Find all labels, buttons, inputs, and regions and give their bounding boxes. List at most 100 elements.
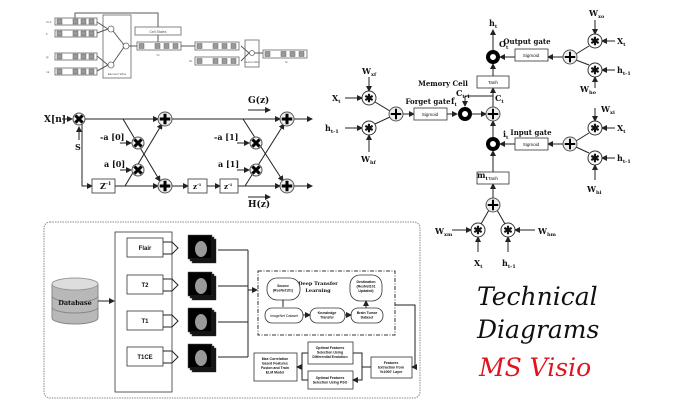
asterisk-icon: ✱ (503, 224, 512, 237)
sketch-cell (172, 43, 179, 49)
sketch-cell (72, 53, 79, 60)
multiply-node (361, 90, 377, 106)
brain-scan (195, 278, 207, 294)
wxi-label: Wxi (600, 104, 615, 116)
output-gate-label: Output gate (503, 37, 551, 46)
modality-label: Flair (139, 246, 152, 252)
mt-label: mt (477, 170, 488, 182)
ft-label: ft (451, 96, 457, 108)
modality-box (126, 346, 164, 367)
sketch-cell (80, 53, 87, 60)
tanh-box (476, 171, 510, 185)
sketch-cell (196, 43, 203, 49)
connector (163, 350, 179, 364)
gate-product-ring (458, 107, 472, 121)
asterisk-icon: ✱ (590, 152, 599, 165)
sketch-row-label: mt (46, 70, 49, 74)
multiply-icon (251, 138, 261, 148)
sigmoid-label: Sigmoid (523, 53, 540, 58)
add-node (122, 42, 130, 50)
who-label: Who (579, 84, 597, 96)
sketch-row-label: gt (46, 55, 49, 59)
a1-label: a [1] (218, 159, 239, 169)
promo-line-3: MS Visio (478, 353, 591, 382)
sketch-cell (212, 58, 219, 64)
sketch-cell (80, 30, 87, 37)
connector (163, 278, 179, 292)
s-label: S (75, 142, 81, 152)
connector (163, 314, 179, 328)
database-icon (51, 277, 99, 325)
plus-icon (564, 138, 576, 150)
modality-box (126, 310, 164, 331)
sketch-cell (88, 18, 95, 25)
asterisk-icon: ✱ (473, 224, 482, 237)
neg-a0-label: -a [0] (100, 132, 124, 142)
brain-scan (195, 241, 207, 257)
asterisk-icon: ✱ (590, 64, 599, 77)
forget-gate-label: Forget gate (405, 97, 451, 106)
input-gate-label: Input gate (510, 128, 552, 137)
brain-scan (195, 350, 207, 366)
sketch-cell (80, 68, 87, 75)
xt-label: Xt (617, 123, 626, 135)
modality-box (126, 274, 164, 295)
modality-label: T1 (141, 319, 149, 325)
multiply-node (587, 33, 603, 49)
sketch-cell (80, 18, 87, 25)
plus-icon (564, 51, 576, 63)
sketch-cell (138, 43, 145, 49)
plus-icon (487, 108, 499, 120)
tanh-box (476, 75, 510, 89)
delay-label: z-1 (193, 182, 202, 191)
ht1-label: ht-1 (617, 153, 631, 165)
delay-box (187, 178, 208, 194)
xt-label: Xt (332, 93, 341, 105)
box-label: Source(ResNet101) (273, 284, 293, 293)
input-label: X[n] (44, 115, 66, 125)
it-label: it (503, 129, 509, 141)
gate-product-ring (486, 137, 500, 151)
memory-cell-label: Memory Cell (418, 79, 468, 88)
whi-label: Whi (586, 184, 602, 196)
plus-icon (281, 180, 293, 192)
cell-states-box (134, 26, 182, 36)
xt-label: Xt (617, 36, 626, 48)
sketch-cell (212, 43, 219, 49)
asterisk-icon: ✱ (364, 122, 373, 135)
ht1-label: ht-1 (325, 123, 339, 135)
sketch-cell (196, 58, 203, 64)
sketch-row-label: it (46, 32, 48, 36)
sketch-cell (154, 43, 161, 49)
ct1-label: Ct-1 (456, 88, 470, 100)
ht-label: ht (489, 18, 498, 30)
element-wise-label: Element Wise (108, 72, 127, 76)
gate-product-ring (486, 50, 500, 64)
sigmoid-box (413, 107, 448, 121)
sketch-cell (56, 53, 63, 60)
multiply-node (587, 150, 603, 166)
sketch-cell (88, 53, 95, 60)
sketch-cell (56, 30, 63, 37)
sketch-cell (72, 68, 79, 75)
plus-icon (159, 180, 171, 192)
element-wise-label-2: Element Wise (244, 61, 260, 64)
plus-icon (281, 113, 293, 125)
sketch-cell (221, 43, 228, 49)
imagenet-label: ImageNet Dataset (270, 314, 298, 318)
whm-label: Whm (537, 226, 557, 238)
g-label: G(z) (248, 95, 269, 106)
filter-bank-diagram: X[n] S Z-1 z-1 z-1 -a [0] a [0] -a [1] a… (44, 95, 313, 210)
modality-label: T2 (141, 283, 149, 289)
multiply-icon (133, 165, 143, 175)
plus-icon (159, 113, 171, 125)
sketch-cell (289, 51, 296, 57)
sketch-cell (230, 43, 237, 49)
sketch-cell (72, 30, 79, 37)
